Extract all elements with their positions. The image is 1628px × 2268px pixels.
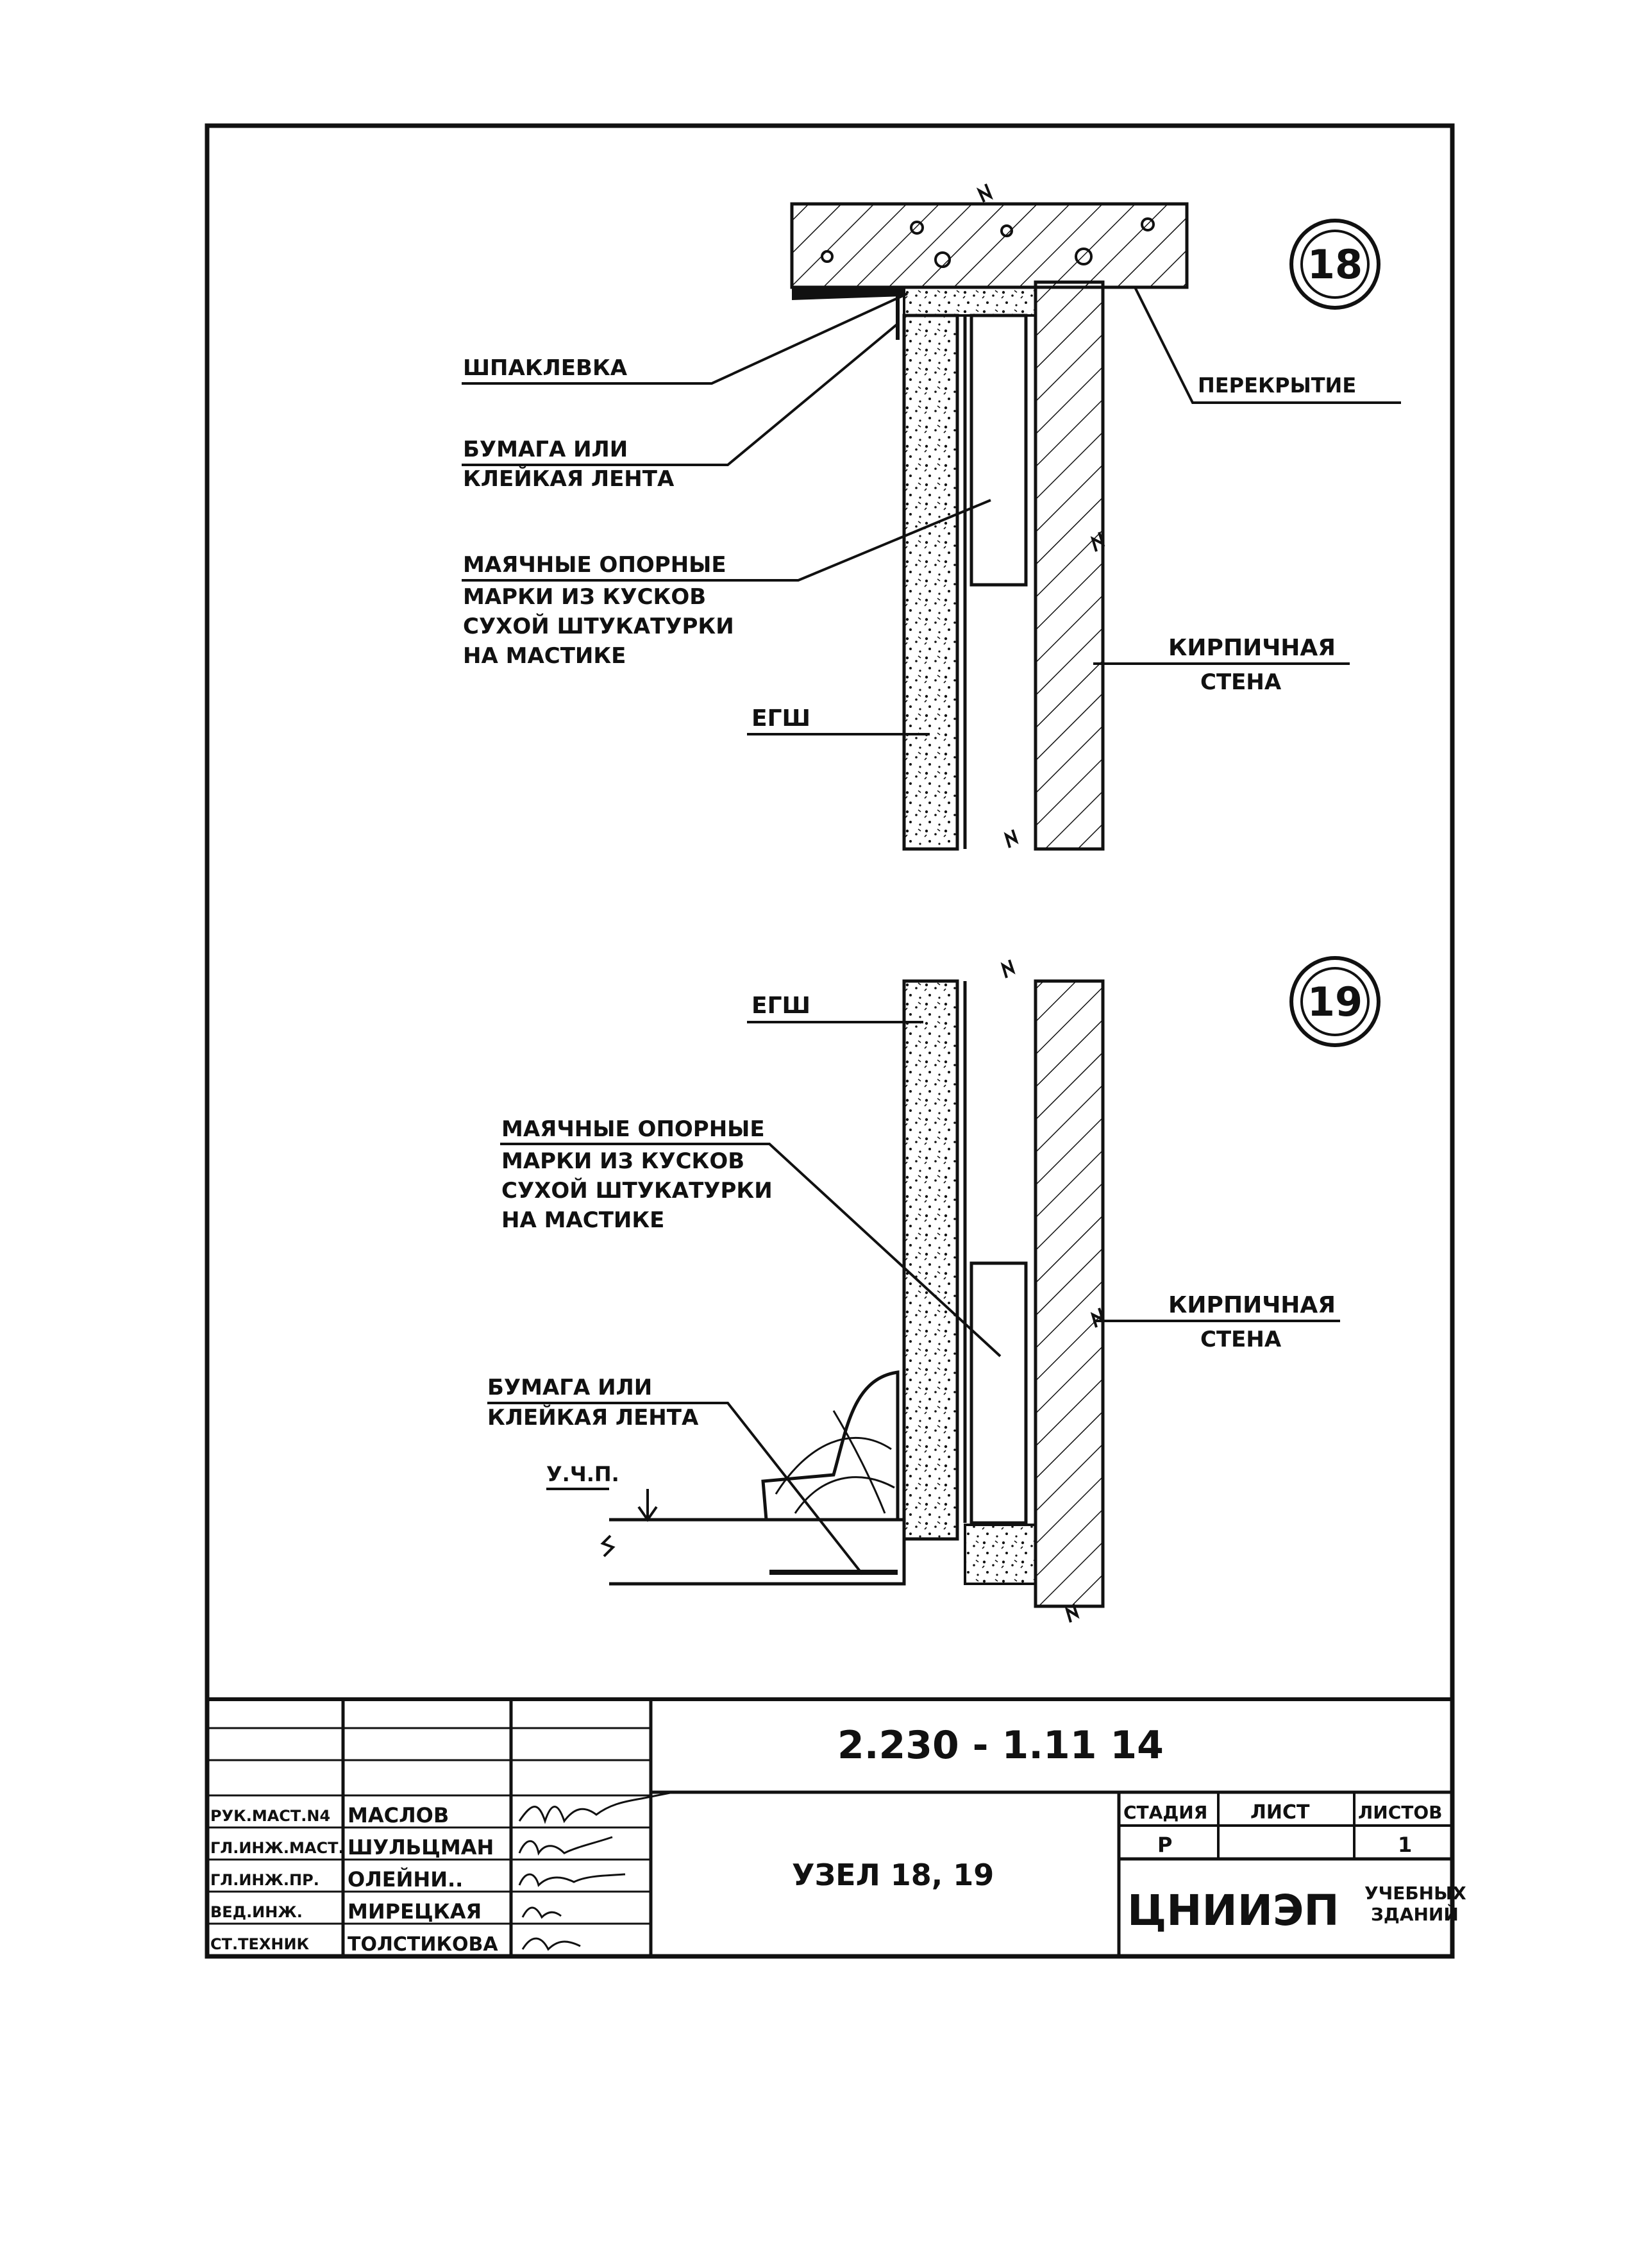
detail-19: 19 ЕГШ МАЯЧНЫЕ ОПОРНЫЕ МАРКИ ИЗ КУСКОВ С… [487,956,1380,1623]
label-marks-19-4: НА МАСТИКЕ [501,1207,664,1233]
label-marks-19-1: МАЯЧНЫЕ ОПОРНЫЕ [501,1116,765,1142]
detail-18: 18 ШПАКЛЕВКА БУМАГА ИЛИ КЛЕЙКАЯ ЛЕНТА МА… [462,183,1401,851]
label-marks-19-2: МАРКИ ИЗ КУСКОВ [501,1148,744,1174]
label-floor-level-19: У.Ч.П. [546,1462,619,1486]
sheets-header: ЛИСТОВ [1358,1802,1442,1823]
name-2: ШУЛЬЦМАН [348,1835,494,1860]
name-5: ТОЛСТИКОВА [348,1933,498,1956]
signatures [518,1791,674,1951]
detail-number-18: 18 [1307,241,1363,288]
label-brick-18-2: СТЕНА [1200,669,1282,695]
slab-18 [790,202,1189,289]
org-name: ЦНИИЭП [1127,1886,1339,1935]
floor-slab-19 [609,1518,906,1586]
sheet-frame [205,123,1455,1959]
label-slab-18: ПЕРЕКРЫТИЕ [1198,373,1356,398]
marking-block-19 [969,1261,1028,1525]
bottom-filler-19 [964,1524,1037,1585]
role-3: ГЛ.ИНЖ.ПР. [210,1871,319,1889]
role-4: ВЕД.ИНЖ. [210,1903,303,1921]
role-5: СТ.ТЕХНИК [210,1935,310,1953]
role-2: ГЛ.ИНЖ.МАСТ. [210,1839,344,1857]
name-4: МИРЕЦКАЯ [348,1899,482,1924]
stage-value: Р [1157,1833,1172,1857]
brick-wall-18 [1034,280,1105,851]
document-code: 2.230 - 1.11 14 [837,1723,1164,1768]
org-sub-1: УЧЕБНЫХ [1364,1883,1466,1904]
label-board-18: ЕГШ [751,705,810,732]
label-marks-18-3: СУХОЙ ШТУКАТУРКИ [463,613,734,639]
marking-block-18 [969,314,1028,587]
detail-number-19: 19 [1307,979,1363,1025]
label-paper-18-2: КЛЕЙКАЯ ЛЕНТА [463,466,675,492]
label-putty-18: ШПАКЛЕВКА [463,355,628,381]
top-filler-18 [903,286,1037,317]
label-marks-18-2: МАРКИ ИЗ КУСКОВ [463,584,706,610]
board-18 [902,314,959,851]
sheet-header: ЛИСТ [1250,1801,1310,1824]
brick-wall-19 [1034,979,1105,1608]
title-block [207,1697,1452,1956]
label-paper-18-1: БУМАГА ИЛИ [463,437,628,462]
signature-rows: РУК.МАСТ.N4 МАСЛОВ ГЛ.ИНЖ.МАСТ. ШУЛЬЦМАН… [210,1803,498,1956]
board-19 [902,979,959,1541]
role-1: РУК.МАСТ.N4 [210,1807,330,1825]
label-marks-18-4: НА МАСТИКЕ [463,643,626,669]
label-brick-18-1: КИРПИЧНАЯ [1168,635,1336,661]
sheet-title: УЗЕЛ 18, 19 [792,1858,994,1892]
label-paper-19-1: БУМАГА ИЛИ [487,1375,652,1400]
org-sub-2: ЗДАНИЙ [1371,1903,1459,1925]
label-brick-19-2: СТЕНА [1200,1327,1282,1352]
label-brick-19-1: КИРПИЧНАЯ [1168,1292,1336,1318]
label-marks-18-1: МАЯЧНЫЕ ОПОРНЫЕ [463,552,726,578]
label-paper-19-2: КЛЕЙКАЯ ЛЕНТА [487,1404,699,1431]
name-1: МАСЛОВ [348,1803,449,1827]
name-3: ОЛЕЙНИ.. [348,1867,463,1892]
label-marks-19-3: СУХОЙ ШТУКАТУРКИ [501,1177,773,1204]
sheets-value: 1 [1398,1833,1412,1857]
baseboard-19 [761,1370,900,1522]
putty-strip-18 [792,287,904,300]
label-board-19: ЕГШ [751,993,810,1019]
slab-aggregate [821,217,1155,268]
stage-header: СТАДИЯ [1123,1802,1207,1823]
